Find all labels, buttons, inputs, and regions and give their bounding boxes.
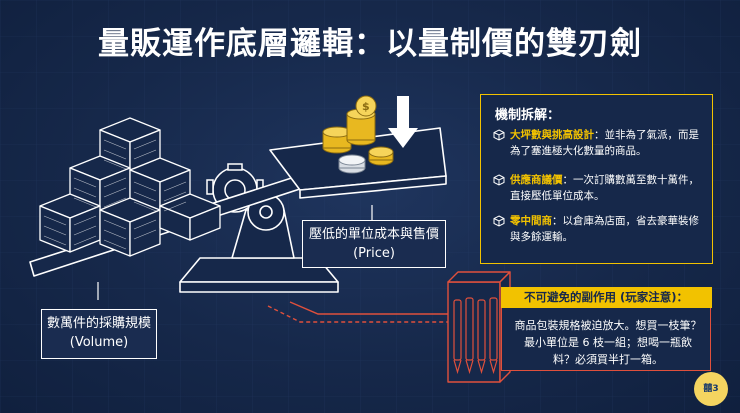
seesaw-base	[179, 257, 339, 293]
svg-text:$: $	[362, 100, 370, 113]
side-effect-body: 商品包裝規格被迫放大。想買一枝筆？最小單位是 6 枝一組；想喝一瓶飲料？必須買半…	[514, 319, 702, 366]
cube-icon	[493, 174, 505, 186]
pen-icon	[453, 297, 498, 375]
mechanism-item-text: ：以倉庫為店面，省去豪華裝修與多餘運輸。	[510, 215, 699, 243]
crate-slats	[43, 139, 187, 250]
volume-label-text: 數萬件的採購規模	[46, 316, 151, 331]
mechanism-item-highlight: 大坪數與挑高設計	[510, 129, 594, 141]
brand-logo: 囍3	[694, 372, 728, 406]
mechanism-title: 機制拆解：	[495, 108, 561, 123]
connector-lines	[97, 205, 450, 323]
price-label-text: 壓低的單位成本與售價	[308, 227, 439, 242]
mechanism-item-text: ：並非為了氣派，而是為了塞進極大化數量的商品。	[510, 129, 699, 157]
side-effect-panel: 不可避免的副作用 (玩家注意)： 商品包裝規格被迫放大。想買一枝筆？最小單位是 …	[500, 286, 712, 371]
volume-label: 數萬件的採購規模 (Volume)	[41, 309, 157, 359]
crate-pile	[39, 117, 221, 257]
mechanism-item-highlight: 零中間商	[510, 215, 552, 227]
logo-text: 囍3	[703, 384, 719, 394]
mechanism-item: 大坪數與挑高設計：並非為了氣派，而是為了塞進極大化數量的商品。	[493, 127, 705, 159]
page-title: 量販運作底層邏輯：以量制價的雙刃劍	[98, 26, 642, 62]
mechanism-item-text: ：一次訂購數萬至數十萬件，直接壓低單位成本。	[510, 174, 699, 202]
mechanism-item-highlight: 供應商議價	[510, 174, 563, 186]
down-arrow-icon	[388, 96, 418, 148]
cube-icon	[493, 129, 505, 141]
volume-label-en: (Volume)	[69, 335, 129, 350]
side-effect-title: 不可避免的副作用 (玩家注意)：	[500, 286, 712, 308]
mechanism-item: 供應商議價：一次訂購數萬至數十萬件，直接壓低單位成本。	[493, 172, 705, 204]
coin-stack: $	[322, 95, 394, 174]
mechanism-item: 零中間商：以倉庫為店面，省去豪華裝修與多餘運輸。	[493, 213, 705, 245]
price-label: 壓低的單位成本與售價 (Price)	[302, 220, 446, 268]
price-label-en: (Price)	[353, 246, 395, 261]
cube-icon	[493, 215, 505, 227]
mechanism-panel: 機制拆解： 大坪數與挑高設計：並非為了氣派，而是為了塞進極大化數量的商品。 供應…	[480, 94, 713, 264]
